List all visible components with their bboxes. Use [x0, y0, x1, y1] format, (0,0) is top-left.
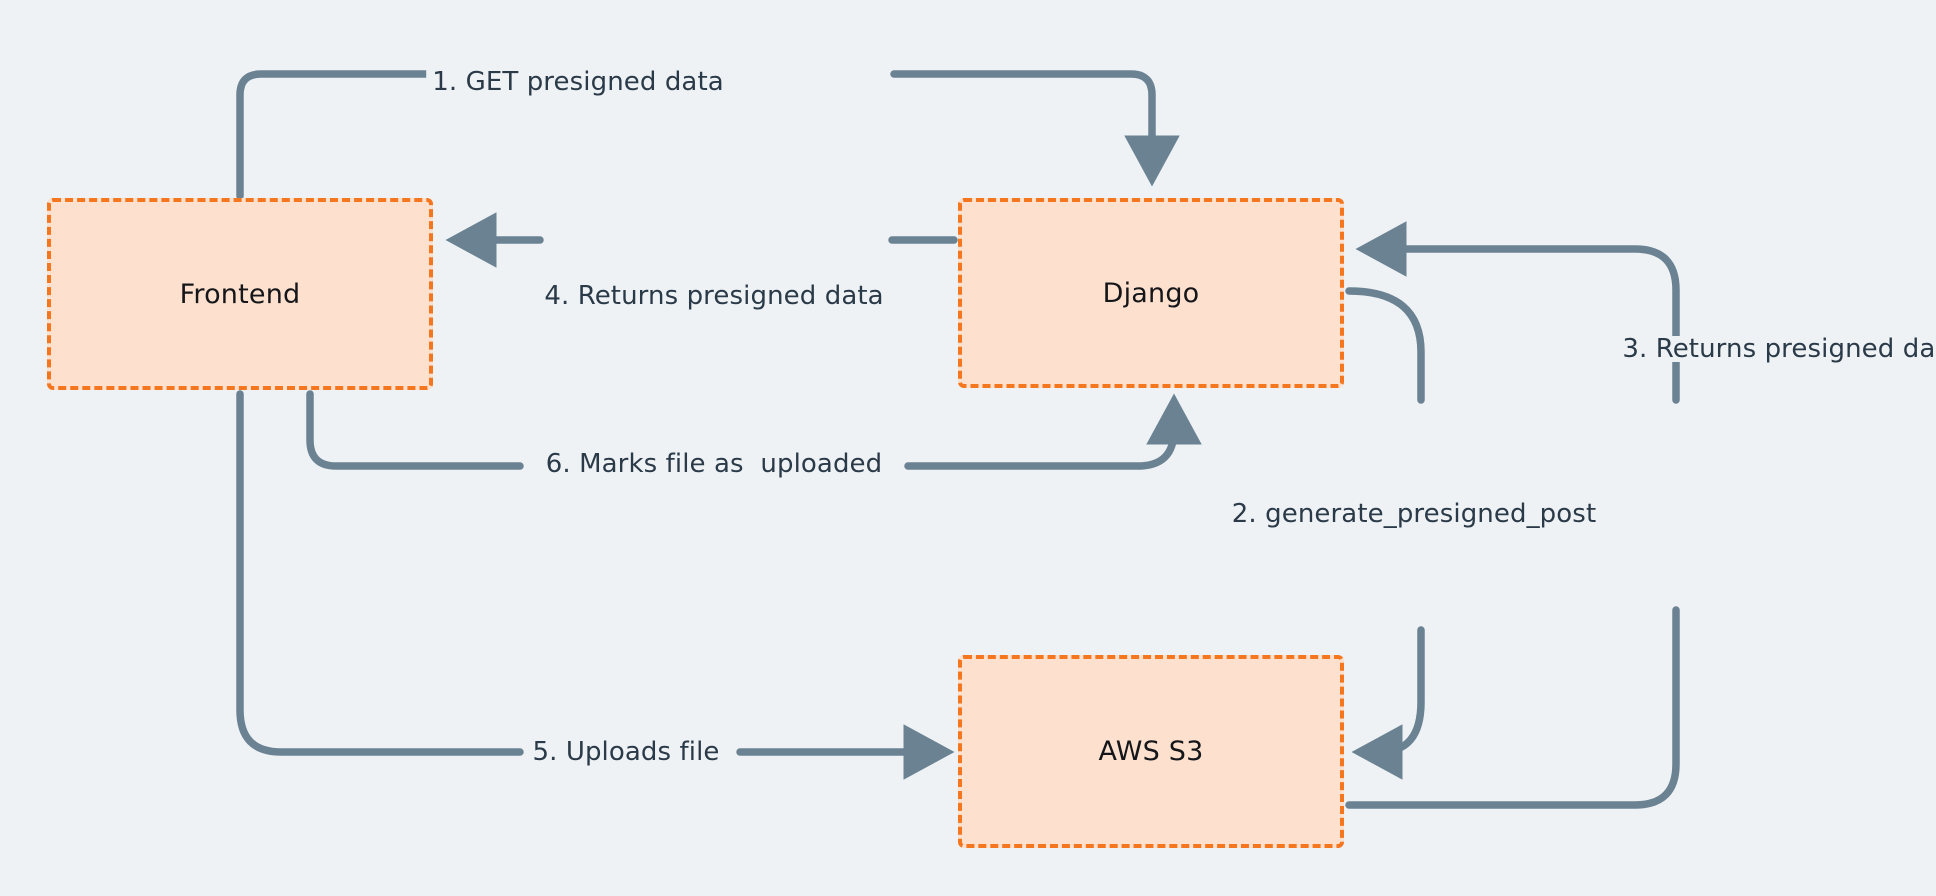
edge-6-path-left	[306, 390, 524, 470]
node-django-label: Django	[1102, 277, 1200, 309]
edge-label-4: 4. Returns presigned data	[538, 283, 890, 309]
edge-2-path-top	[1345, 287, 1425, 404]
edge-1-path-right	[890, 70, 1180, 187]
edge-label-5: 5. Uploads file	[526, 739, 726, 765]
edge-label-2: 2. generate_presigned_post	[1225, 501, 1603, 527]
node-django[interactable]: Django	[958, 198, 1344, 388]
node-aws-s3-label: AWS S3	[1098, 736, 1204, 767]
node-frontend[interactable]: Frontend	[47, 198, 433, 390]
edge-5-path-left	[236, 390, 524, 756]
edge-label-3: 3. Returns presigned data	[1616, 336, 1936, 362]
edge-1-path-left	[236, 70, 550, 200]
node-aws-s3[interactable]: AWS S3	[958, 655, 1344, 848]
edge-2-path-bottom	[1351, 626, 1425, 780]
edge-label-1: 1. GET presigned data	[426, 69, 730, 95]
edge-3-path-bottom	[1345, 606, 1680, 809]
edge-3-path-top	[1355, 221, 1680, 404]
node-frontend-label: Frontend	[179, 278, 301, 310]
edge-label-6: 6. Marks file as uploaded	[539, 451, 889, 477]
edge-6-path-right	[904, 393, 1202, 470]
